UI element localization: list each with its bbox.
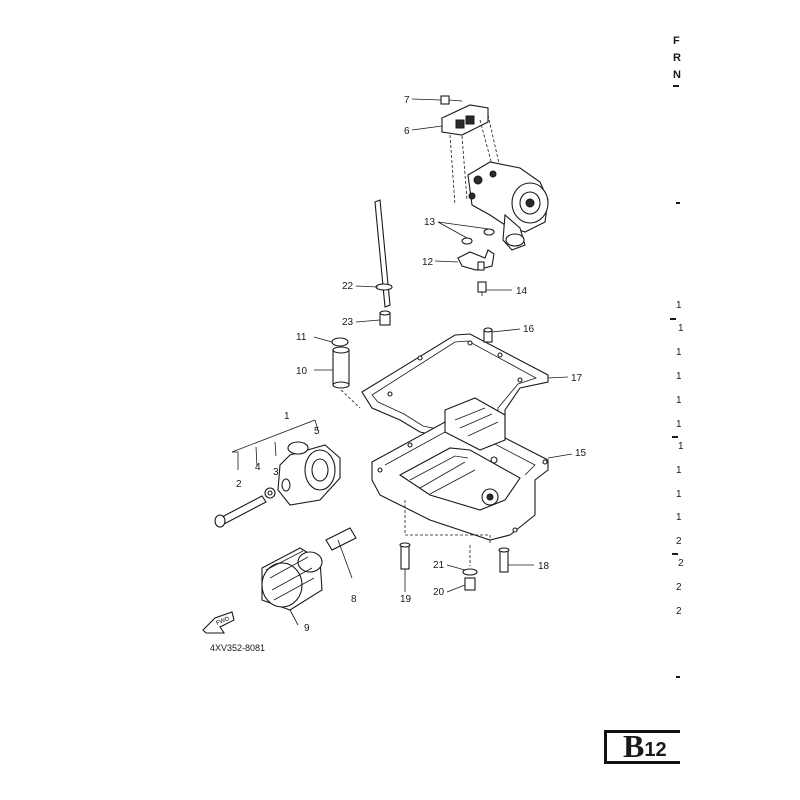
callout-14: 14: [516, 286, 528, 297]
callout-2: 2: [236, 479, 242, 490]
oil-pump-assembly: [440, 95, 549, 296]
chain-guide-6: [441, 104, 489, 136]
callout-9: 9: [304, 623, 310, 634]
callout-5: 5: [314, 426, 320, 437]
callout-numbers: 1 2 3 4 5 6 7 8 9 10 11 12 13 14 15 16 1…: [236, 95, 587, 634]
callout-10: 10: [296, 366, 308, 377]
margin-dash: [672, 436, 678, 438]
washer-21: [462, 568, 478, 576]
margin-num: 2: [676, 536, 682, 547]
strainer-10: [332, 349, 350, 386]
leader-lines: [313, 98, 573, 593]
margin-num: 1: [676, 465, 682, 476]
callout-13: 13: [424, 217, 436, 228]
callout-15: 15: [575, 448, 587, 459]
badge-letter: B: [623, 728, 645, 764]
o-ring-11: [331, 337, 349, 347]
strainer-assembly: [331, 337, 361, 409]
callout-20: 20: [433, 587, 445, 598]
callout-8: 8: [351, 594, 357, 605]
bolt-7: [440, 95, 450, 105]
oil-pan-15: [371, 397, 549, 545]
callout-12: 12: [422, 257, 434, 268]
margin-header-f: F: [673, 35, 680, 47]
margin-dash: [676, 676, 680, 678]
margin-num: 1: [676, 347, 682, 358]
margin-dash: [672, 553, 678, 555]
bolt-18: [499, 549, 509, 573]
callout-7: 7: [404, 95, 410, 106]
margin-num: 2: [676, 582, 682, 593]
margin-num: 1: [676, 300, 682, 311]
callout-16: 16: [523, 324, 535, 335]
margin-dash: [676, 202, 680, 204]
delivery-pipe-12: [457, 249, 495, 271]
margin-num: 1: [676, 419, 682, 430]
margin-num: 1: [676, 489, 682, 500]
oil-cooler-assembly: [214, 419, 357, 626]
margin-num: 1: [678, 441, 684, 452]
callout-17: 17: [571, 373, 583, 384]
callout-19: 19: [400, 594, 412, 605]
pipe-22: [374, 199, 391, 308]
margin-header-r: R: [673, 52, 681, 64]
margin-header-n: N: [673, 69, 681, 81]
callout-23: 23: [342, 317, 354, 328]
margin-num: 1: [678, 323, 684, 334]
margin-num: 1: [676, 371, 682, 382]
drain-bolt-20: [464, 577, 476, 591]
fwd-label: FWD: [216, 616, 232, 627]
callout-1: 1: [284, 411, 290, 422]
callout-21: 21: [433, 560, 445, 571]
union-bolt-8: [325, 527, 357, 551]
pan-fasteners: [399, 542, 510, 591]
callout-22: 22: [342, 281, 354, 292]
callout-3: 3: [273, 467, 279, 478]
forward-arrow-icon: FWD: [202, 611, 235, 634]
badge-number: 12: [644, 739, 667, 761]
figure-code: 4XV352-8081: [210, 643, 266, 653]
o-ring-13a: [461, 237, 473, 245]
bolt-14: [477, 281, 487, 293]
bolt-19: [400, 544, 410, 570]
margin-num: 1: [676, 395, 682, 406]
page-badge: B 12: [604, 730, 680, 764]
o-ring-13b: [483, 228, 495, 236]
margin-header-rule: [673, 85, 679, 87]
pipe-assembly: [374, 199, 393, 326]
callout-18: 18: [538, 561, 550, 572]
callout-11: 11: [296, 332, 307, 343]
margin-dash: [670, 318, 676, 320]
o-ring-3: [281, 478, 291, 492]
callout-6: 6: [404, 126, 410, 137]
margin-num: 2: [676, 606, 682, 617]
margin-num: 1: [676, 512, 682, 523]
margin-num: 2: [678, 558, 684, 569]
bolt-2: [219, 495, 267, 525]
callout-4: 4: [255, 462, 261, 473]
